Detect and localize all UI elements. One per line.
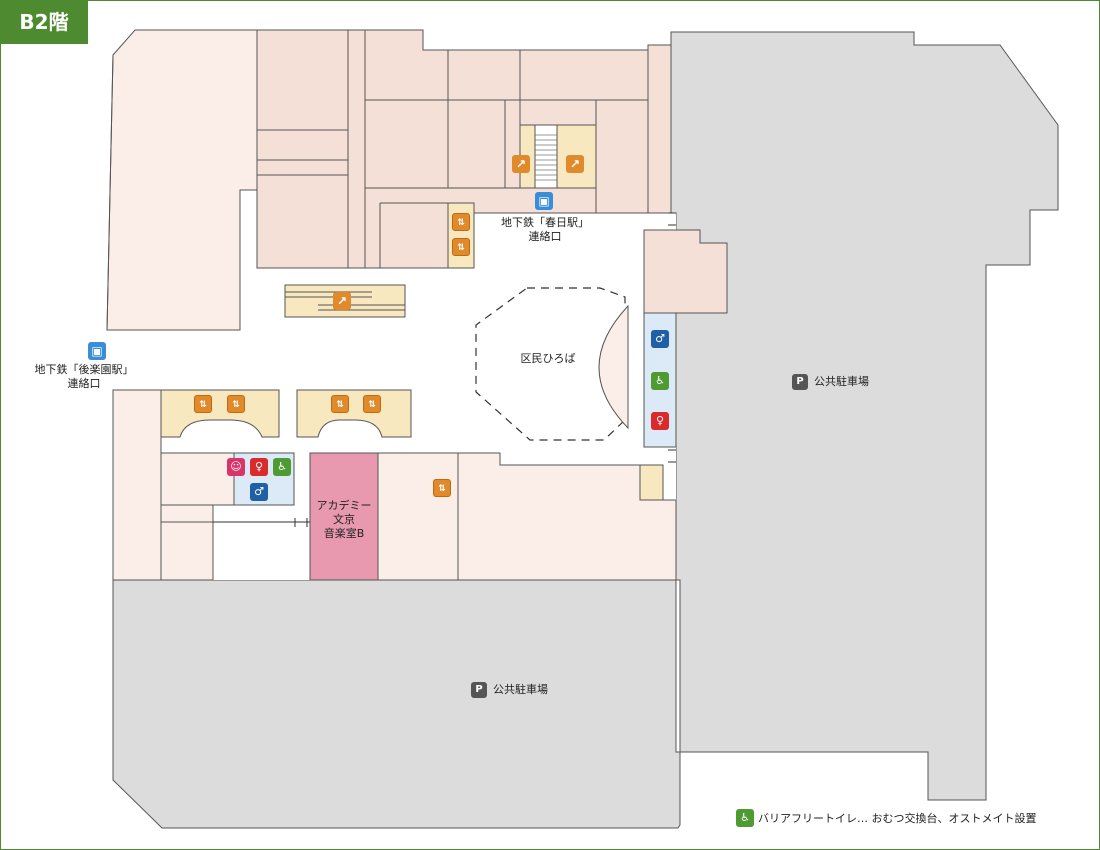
wheelchair-icon[interactable]: ♿ (273, 458, 291, 476)
parking-icon: P (792, 374, 808, 390)
escalator-icon[interactable]: ↗ (566, 155, 584, 173)
shop-block-northwest (106, 29, 258, 331)
female-toilet-icon[interactable]: ♀ (651, 412, 669, 430)
escalator-icon[interactable]: ↗ (512, 155, 530, 173)
escalator-icon[interactable]: ↗ (333, 292, 351, 310)
music-room-label: アカデミー 文京 音楽室B (316, 499, 372, 540)
shop-block-top-a (256, 29, 366, 269)
male-toilet-icon[interactable]: ♂ (250, 483, 268, 501)
parking-area-south (112, 579, 681, 829)
floor-badge: B2階 (0, 0, 88, 44)
elevator-icon[interactable]: ⇅ (452, 213, 470, 231)
parking-label-south: 公共駐車場 (493, 683, 548, 696)
wheelchair-icon: ♿ (736, 809, 754, 827)
elevator-hall-east (296, 389, 412, 438)
wheelchair-icon[interactable]: ♿ (651, 372, 669, 390)
legend: ♿ バリアフリートイレ… おむつ交換台、オストメイト設置 (736, 808, 1037, 828)
elevator-icon[interactable]: ⇅ (194, 395, 212, 413)
elevator-icon[interactable]: ⇅ (227, 395, 245, 413)
elevator-icon[interactable]: ⇅ (452, 238, 470, 256)
female-toilet-icon[interactable]: ♀ (250, 458, 268, 476)
parking-icon: P (471, 682, 487, 698)
elevator-hall-west (160, 389, 280, 438)
elevator-icon[interactable]: ⇅ (331, 395, 349, 413)
train-icon[interactable]: ▣ (535, 192, 553, 210)
shop-block-top-c (647, 44, 672, 214)
elevator-icon[interactable]: ⇅ (433, 479, 451, 497)
plaza-stage (598, 304, 629, 430)
music-room (309, 452, 379, 581)
shop-block-southwest (112, 389, 162, 581)
baby-changing-icon[interactable]: ☺ (227, 458, 245, 476)
subway-kasuga-label: 地下鉄「春日駅」 連絡口 (501, 216, 589, 243)
escalator-well (519, 124, 597, 189)
legend-text: バリアフリートイレ… おむつ交換台、オストメイト設置 (758, 812, 1037, 825)
subway-korakuen-label: 地下鉄「後楽園駅」 連絡口 (34, 363, 134, 390)
train-icon[interactable]: ▣ (88, 342, 106, 360)
male-toilet-icon[interactable]: ♂ (651, 330, 669, 348)
stairwell (639, 464, 664, 501)
elevator-icon[interactable]: ⇅ (363, 395, 381, 413)
parking-label-east: 公共駐車場 (814, 375, 869, 388)
parking-area-east (670, 31, 1059, 801)
shop-block-south (377, 452, 677, 581)
plaza-label: 区民ひろば (520, 352, 576, 365)
